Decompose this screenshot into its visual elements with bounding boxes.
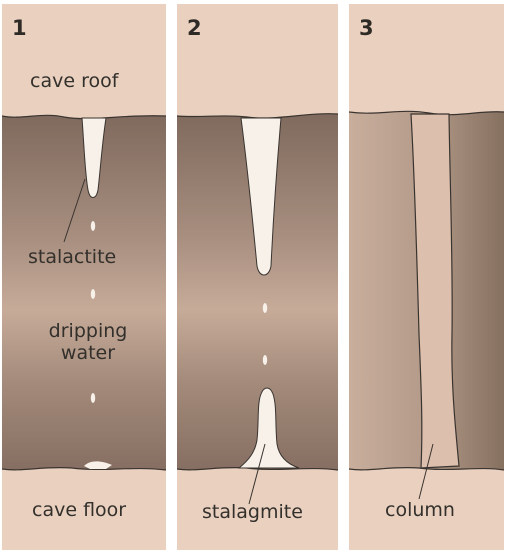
panel-3-drawing (349, 4, 504, 550)
water-drop (263, 355, 267, 365)
panel-number: 1 (12, 16, 27, 40)
cave-interior (2, 115, 166, 470)
panel-3: 3 column (349, 4, 504, 550)
stalactite-label: stalactite (28, 246, 116, 268)
panel-2-drawing (177, 4, 338, 550)
panel-2: 2 stalagmite (177, 4, 338, 550)
water-drop (91, 393, 95, 403)
cave-floor-label: cave floor (32, 499, 126, 521)
dripping-label: dripping (38, 320, 138, 342)
water-drop (91, 221, 95, 231)
water-label: water (38, 342, 138, 364)
cave-roof-label: cave roof (30, 70, 118, 92)
water-drop (91, 289, 95, 299)
stalagmite-label: stalagmite (202, 501, 303, 523)
panel-number: 3 (359, 16, 374, 40)
panel-number: 2 (187, 16, 202, 40)
column-label: column (385, 499, 455, 521)
panel-1: 1 cave roof stalactite dripping water ca… (2, 4, 166, 550)
water-drop (263, 303, 267, 313)
